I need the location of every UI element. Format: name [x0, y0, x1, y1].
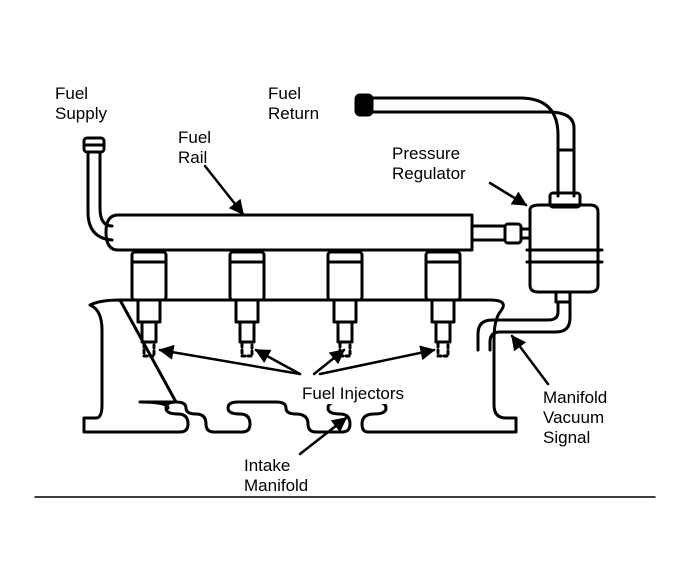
- label-line: Fuel: [268, 84, 302, 103]
- fuel-injectors: [130, 250, 462, 358]
- intake-manifold-arrow: [298, 416, 348, 456]
- label-line: Vacuum: [543, 408, 605, 427]
- label-line: Regulator: [392, 164, 466, 183]
- label-line: Supply: [55, 104, 107, 123]
- vacuum-hose: [476, 300, 572, 352]
- vacuum-signal-arrow: [510, 334, 550, 386]
- label-line: Fuel: [55, 84, 89, 103]
- label-line: Rail: [178, 148, 208, 167]
- intake-manifold: [82, 298, 518, 434]
- label-line: Manifold: [244, 476, 309, 495]
- label-fuel-injectors: Fuel Injectors: [302, 384, 405, 404]
- injector-3: [326, 250, 364, 358]
- rail-nut: [503, 222, 523, 245]
- label-line: Intake: [244, 456, 291, 475]
- injector-1: [130, 250, 168, 358]
- injector-2: [228, 250, 266, 358]
- label-line: Fuel: [178, 128, 212, 147]
- fuel-injectors-arrows: [158, 344, 436, 376]
- label-line: Pressure: [392, 144, 461, 163]
- injector-4: [424, 250, 462, 358]
- label-line: Signal: [543, 428, 591, 447]
- label-line: Return: [268, 104, 320, 123]
- pressure-regulator-arrow: [488, 181, 528, 207]
- label-line: Manifold: [543, 388, 608, 407]
- rail-connector: [470, 224, 507, 242]
- fuel-rail: [104, 213, 474, 252]
- fuel-return-pipe: [354, 93, 576, 198]
- pressure-regulator: [525, 191, 604, 304]
- fuel-rail-arrow: [203, 164, 245, 216]
